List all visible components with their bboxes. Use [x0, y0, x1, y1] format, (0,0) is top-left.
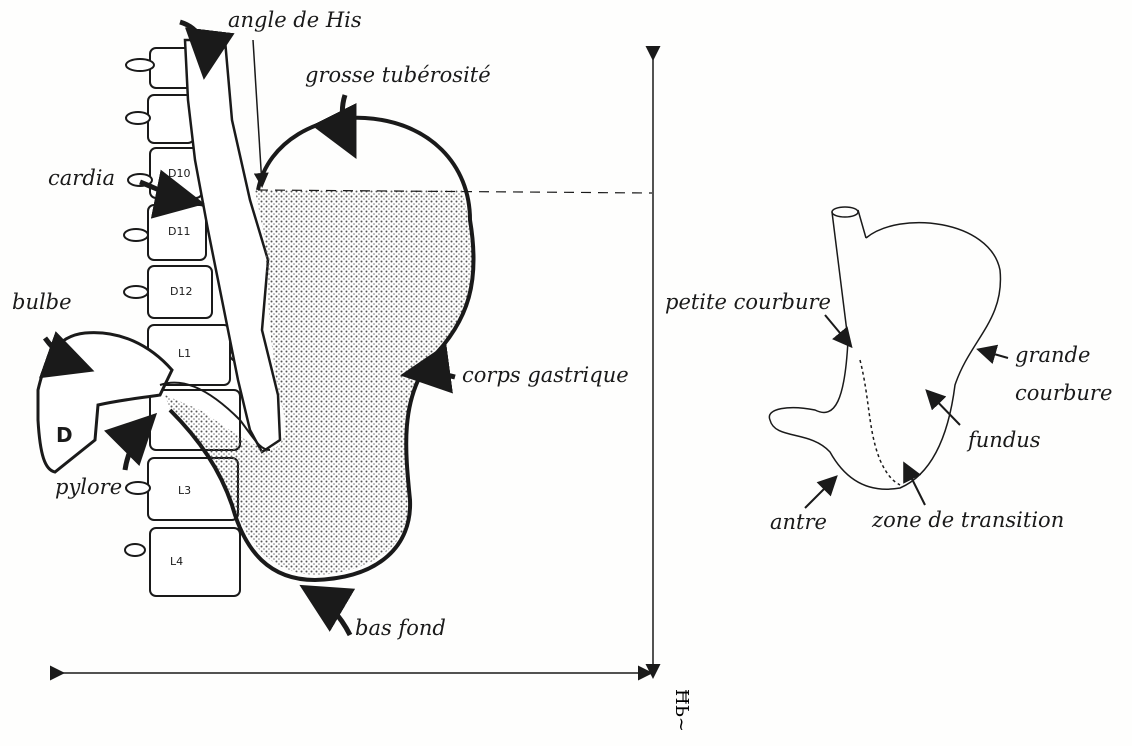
label-fundus: fundus — [968, 430, 1041, 451]
label-petite-courbure: petite courbure — [665, 292, 831, 313]
vertebra-label-d11: D11 — [168, 226, 190, 237]
label-duodenum-d: D — [56, 425, 73, 445]
vertebra-label-l3: L3 — [178, 485, 191, 496]
arrow-zone-transition — [905, 465, 925, 505]
label-zone-de-transition: zone de transition — [872, 510, 1064, 531]
arrow-fundus — [928, 392, 960, 425]
label-pylore: pylore — [55, 477, 122, 498]
label-grande: grande — [1015, 345, 1090, 366]
vertebra-label-l4: L4 — [170, 556, 183, 567]
arrow-antre — [805, 478, 835, 508]
arrow-grande-courbure — [980, 350, 1008, 358]
label-cardia: cardia — [48, 168, 115, 189]
arrow-angle-his — [253, 40, 262, 185]
artist-signature: ĦЬ~ — [671, 689, 692, 732]
label-angle-de-his: angle de His — [228, 10, 362, 31]
arrow-bas-fond — [308, 590, 350, 635]
label-corps-gastrique: corps gastrique — [462, 365, 629, 386]
right-stomach-outline — [769, 223, 1000, 490]
vertebra-label-l1: L1 — [178, 348, 191, 359]
vertebra-l4-body — [150, 528, 240, 596]
label-grosse-tuberosite: grosse tubérosité — [305, 65, 491, 86]
label-bas-fond: bas fond — [355, 618, 446, 639]
label-antre: antre — [770, 512, 827, 533]
right-esophagus — [832, 210, 866, 340]
vertebra-label-d10: D10 — [168, 168, 190, 179]
label-courbure: courbure — [1015, 383, 1112, 404]
arrow-pylore — [125, 420, 150, 470]
right-pointer-arrows — [805, 315, 1008, 508]
arrow-grosse-tuberosite — [342, 95, 352, 150]
right-stomach-figure — [769, 207, 1000, 489]
label-bulbe: bulbe — [12, 292, 72, 313]
vertebra-label-d12: D12 — [170, 286, 192, 297]
right-transition-zone — [860, 360, 900, 485]
